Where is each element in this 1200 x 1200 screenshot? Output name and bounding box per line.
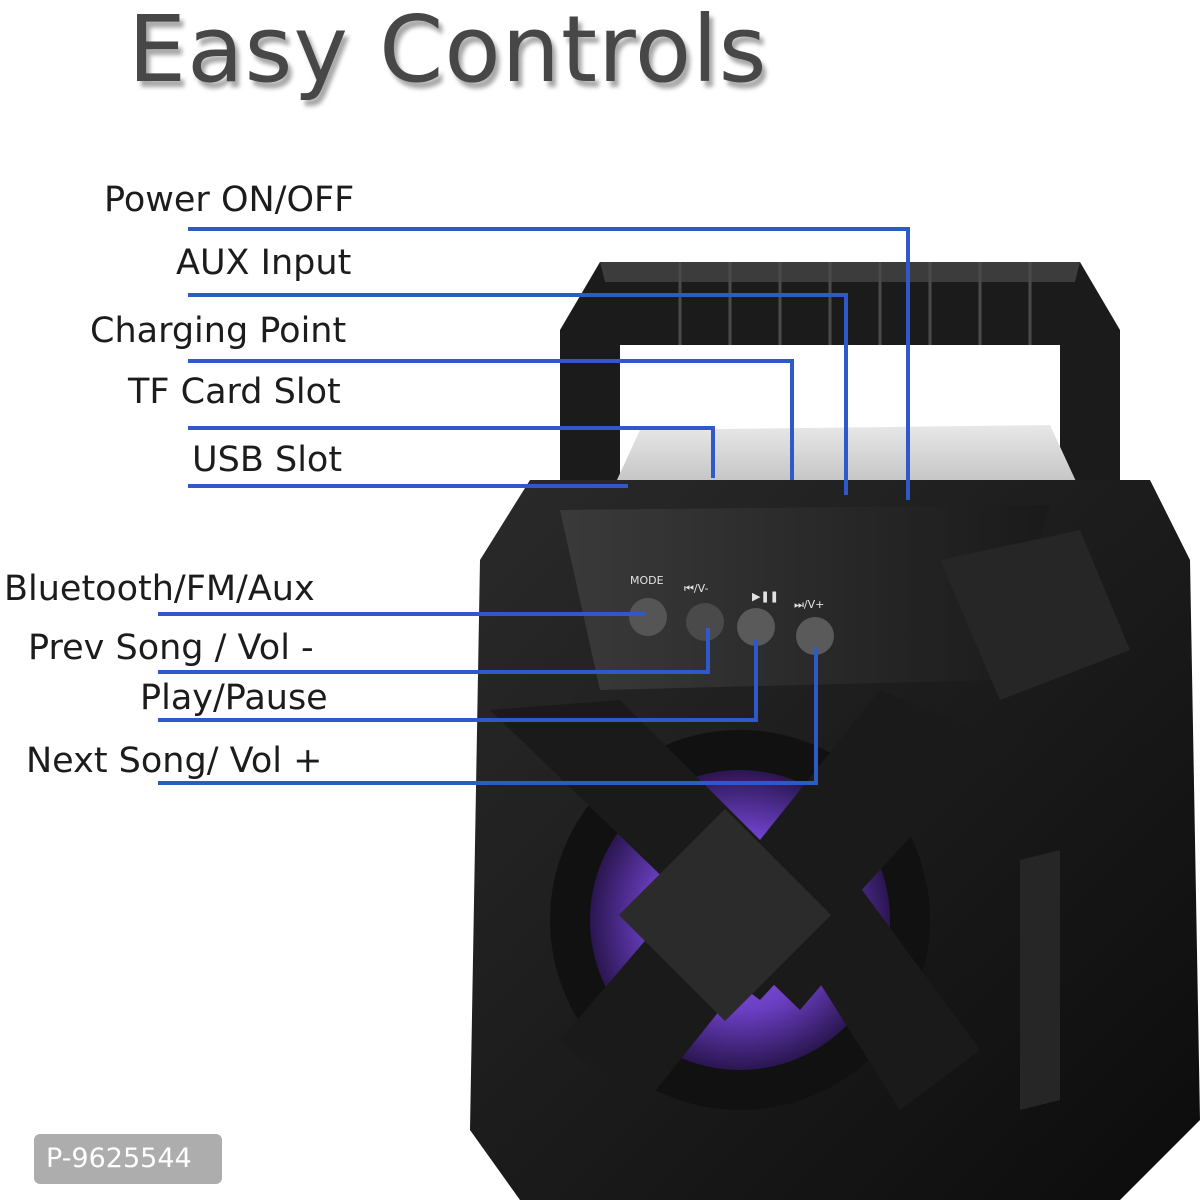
label-prev-song: Prev Song / Vol -	[28, 628, 314, 668]
label-usb-slot: USB Slot	[192, 440, 343, 480]
label-next-song: Next Song/ Vol +	[26, 741, 323, 781]
speaker-handle	[560, 262, 1120, 500]
play-button-glyph: ▶❚❚	[752, 590, 779, 603]
play-pause-button	[737, 608, 775, 646]
prev-button	[686, 603, 724, 641]
mode-button	[629, 598, 667, 636]
next-button-glyph: ⏭/V+	[794, 598, 825, 611]
control-panel	[560, 505, 1050, 690]
next-button	[796, 617, 834, 655]
product-id-badge: P-9625544	[34, 1134, 222, 1184]
leader-lines-top	[188, 227, 910, 500]
label-aux-input: AUX Input	[176, 243, 352, 283]
mode-button-glyph: MODE	[630, 574, 664, 587]
page-title: Easy Controls	[128, 0, 768, 103]
speaker-grille	[618, 808, 832, 1022]
label-play-pause: Play/Pause	[140, 678, 328, 718]
label-mode: Bluetooth/FM/Aux	[4, 569, 315, 609]
label-tf-card-slot: TF Card Slot	[128, 372, 341, 412]
label-charging-point: Charging Point	[90, 311, 347, 351]
prev-button-glyph: ⏮/V-	[684, 582, 709, 595]
leader-lines-front	[158, 612, 818, 785]
label-power: Power ON/OFF	[104, 180, 355, 220]
